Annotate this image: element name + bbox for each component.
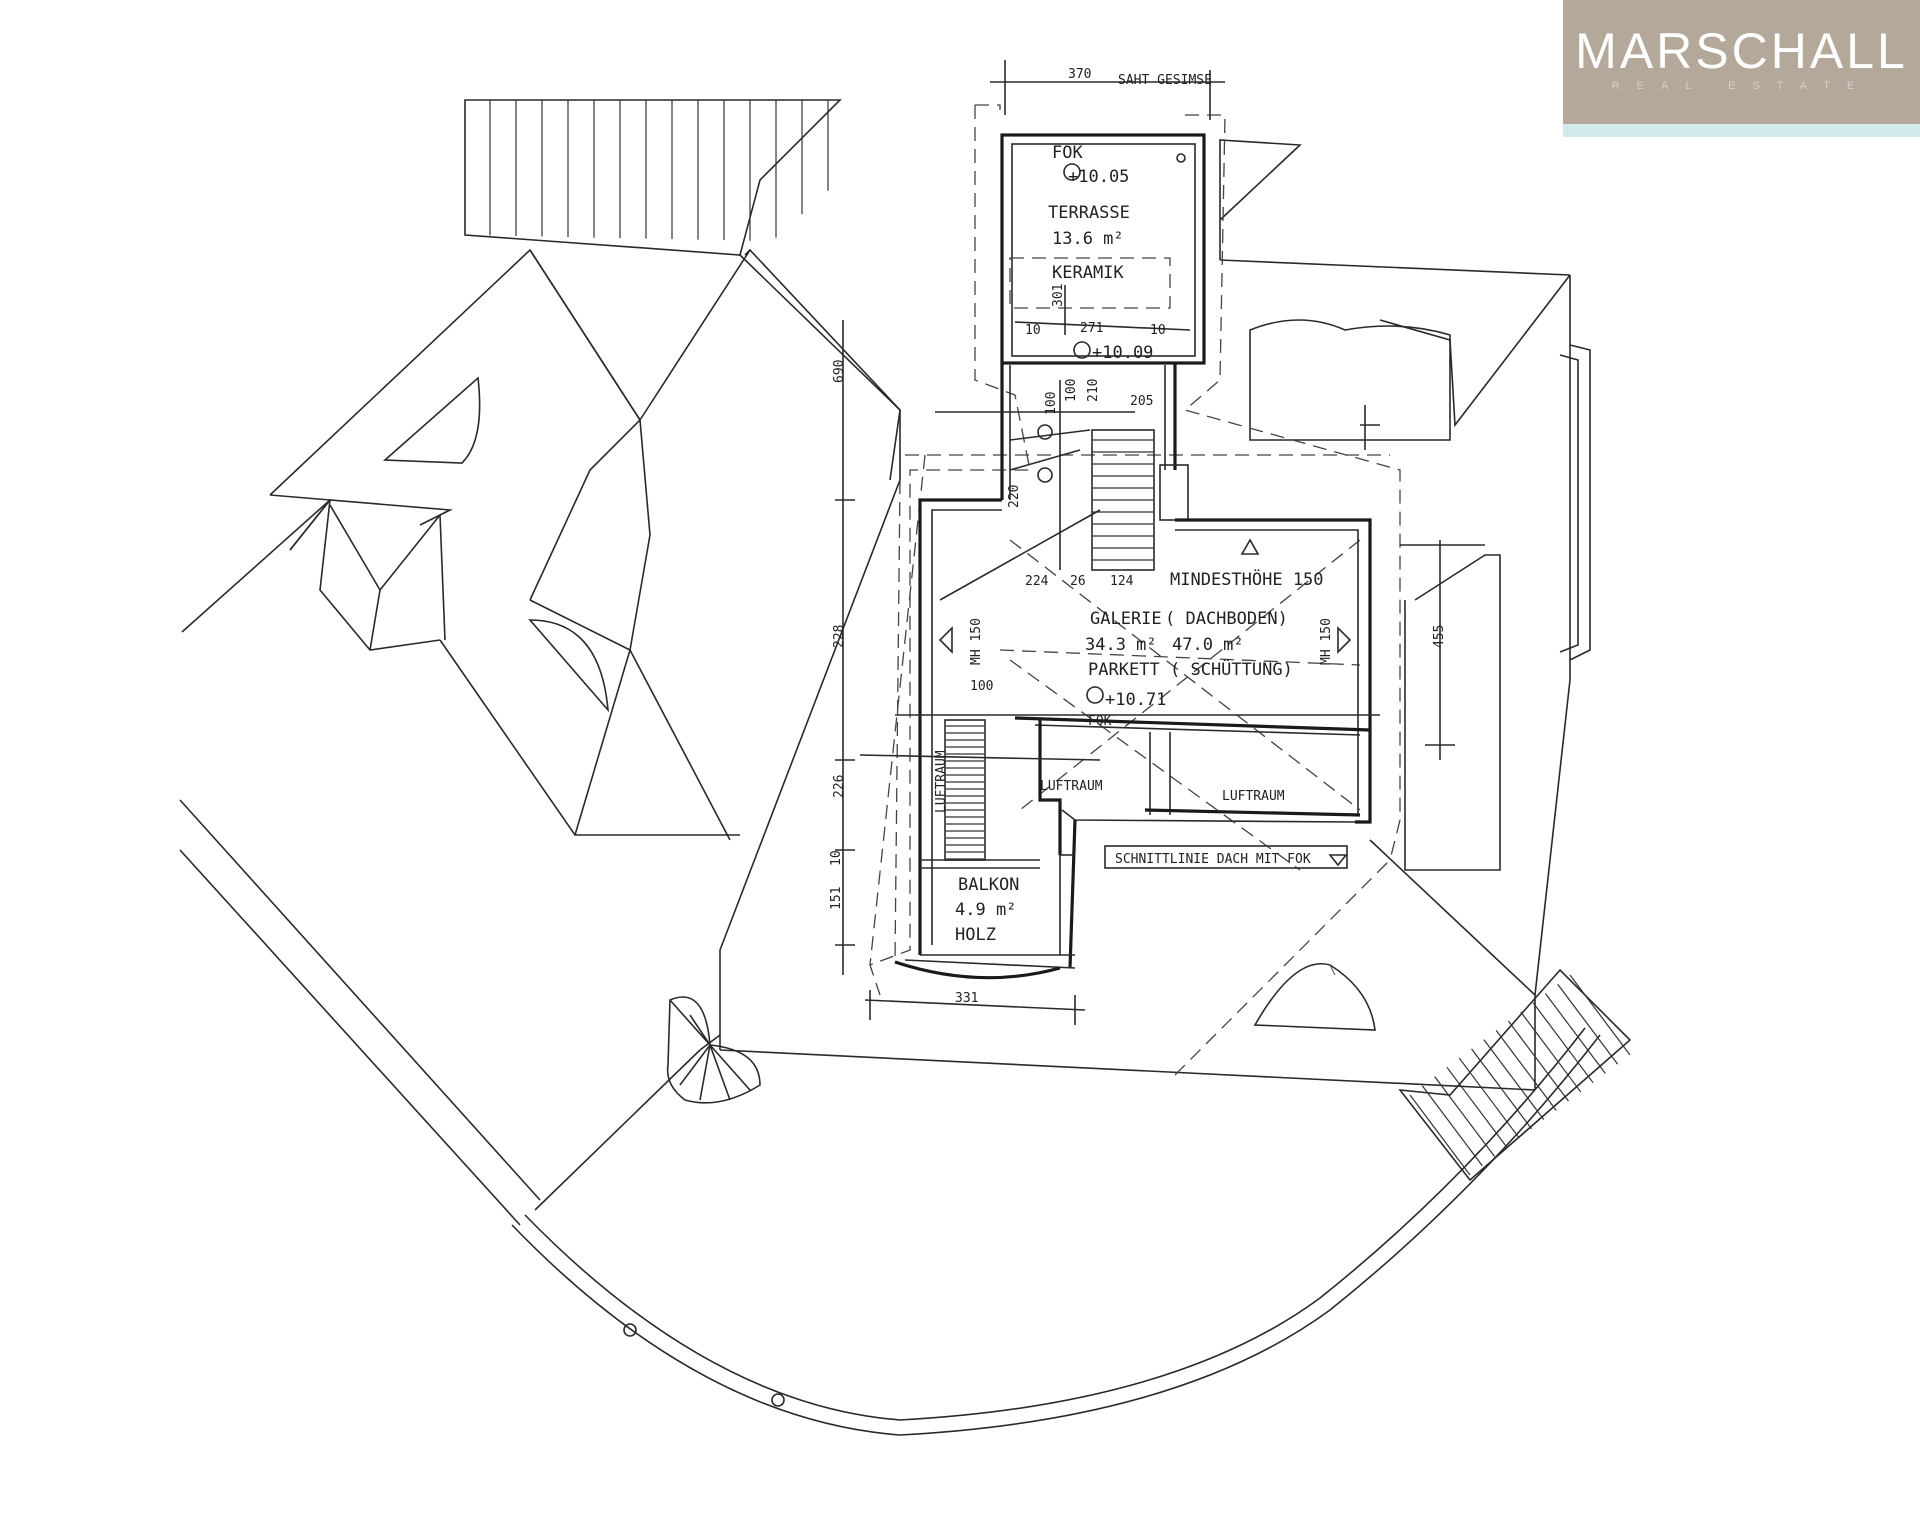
hatch-line xyxy=(1409,1094,1471,1176)
luftraum-label-2: LUFTRAUM xyxy=(1222,789,1285,804)
dim-100-a: 100 xyxy=(1044,392,1059,415)
dashed-overhang-lines xyxy=(869,104,1401,1076)
terrace-floor-label: KERAMIK xyxy=(1052,263,1124,283)
balkon-floor-label: HOLZ xyxy=(955,925,996,945)
luftraum-label-1: LUFTRAUM xyxy=(1040,779,1103,794)
plan-labels: 370 SAHT GESIMSE FOK +10.05 TERRASSE 13.… xyxy=(829,67,1447,1006)
mh-right-label: MH 150 xyxy=(1319,618,1334,665)
hatch-line xyxy=(1569,974,1631,1056)
hatch-line xyxy=(1483,1039,1545,1120)
hatch-line xyxy=(1507,1020,1569,1102)
terrace-area-label: 13.6 m² xyxy=(1052,229,1124,249)
dim-10-b: 10 xyxy=(1150,323,1166,338)
hatch-line xyxy=(1421,1085,1483,1167)
terrace-inner-dim: 301 xyxy=(1051,284,1066,307)
dim-151: 151 xyxy=(829,887,844,910)
dachboden-floor-label: ( SCHÜTTUNG) xyxy=(1170,658,1293,680)
mh-left-label: MH 150 xyxy=(969,618,984,665)
central-roof-outline xyxy=(719,139,1591,1091)
hatch-line xyxy=(1532,1002,1594,1084)
hatch-line xyxy=(1471,1048,1533,1130)
dim-stair-1: 224 xyxy=(1025,574,1049,589)
dachboden-name-label: ( DACHBODEN) xyxy=(1165,609,1288,629)
terrace-level-label: +10.05 xyxy=(1068,167,1129,187)
brand-tagline: REAL ESTATE xyxy=(1611,80,1872,92)
dim-455: 455 xyxy=(1432,625,1447,648)
terrace-room xyxy=(990,60,1225,365)
galerie-level-label: +10.71 xyxy=(1105,690,1166,710)
luftraum-label-3: LUFTRAUM xyxy=(934,750,949,813)
gallery-room xyxy=(894,405,1485,980)
galerie-area-label: 34.3 m² xyxy=(1085,635,1157,655)
dim-stair-2: 26 xyxy=(1070,574,1086,589)
galerie-floor-label: PARKETT xyxy=(1088,660,1160,680)
galerie-name-label: GALERIE xyxy=(1090,609,1162,629)
hatch-line xyxy=(1544,993,1606,1074)
dim-stair-3: 124 xyxy=(1110,574,1134,589)
dim-331: 331 xyxy=(955,991,978,1006)
curved-site-boundary xyxy=(511,1027,1601,1436)
level-marker-icon xyxy=(1086,686,1104,704)
dim-210: 210 xyxy=(1086,379,1101,402)
hatch-line xyxy=(1520,1011,1582,1093)
hatch-line xyxy=(1557,983,1619,1065)
terrace-name-label: TERRASSE xyxy=(1048,203,1130,223)
dim-228: 228 xyxy=(832,625,847,648)
balkon-name-label: BALKON xyxy=(958,875,1019,895)
dim-271: 271 xyxy=(1080,321,1103,336)
terrace-level-2-label: +10.09 xyxy=(1092,343,1153,363)
dim-205: 205 xyxy=(1130,394,1153,409)
hatch-line xyxy=(1446,1066,1508,1148)
balkon-area-label: 4.9 m² xyxy=(955,900,1016,920)
stair-connector xyxy=(935,363,1189,571)
level-marker-icon xyxy=(1073,341,1091,359)
level-markers xyxy=(1063,163,1104,704)
brand-logo: MARSCHALL REAL ESTATE xyxy=(1563,0,1920,137)
left-site-edges xyxy=(179,499,721,1226)
dim-10-a: 10 xyxy=(1025,323,1041,338)
left-dimension-line xyxy=(835,320,1101,1025)
dim-100-b: 100 xyxy=(1064,379,1079,402)
dim-top-note: SAHT GESIMSE xyxy=(1118,73,1212,88)
dim-100-gallery: 100 xyxy=(970,679,993,694)
dim-220: 220 xyxy=(1007,485,1022,508)
dachboden-area-label: 47.0 m² xyxy=(1172,635,1244,655)
dim-226: 226 xyxy=(832,775,847,798)
brand-accent-bar xyxy=(1563,124,1920,137)
terrace-fok-label: FOK xyxy=(1052,143,1083,163)
spiral-stair xyxy=(666,996,761,1104)
galerie-fok-label: FOK xyxy=(1088,714,1112,729)
hatch-line xyxy=(1458,1057,1520,1139)
hatch-line xyxy=(1495,1030,1557,1111)
dim-10-c: 10 xyxy=(829,850,844,866)
hatched-deck xyxy=(1398,968,1632,1182)
schnittlinie-label: SCHNITTLINIE DACH MIT FOK xyxy=(1115,852,1311,867)
min-height-label: MINDESTHÖHE 150 xyxy=(1170,568,1324,590)
brand-name: MARSCHALL xyxy=(1575,23,1908,79)
level-marker-icon xyxy=(1063,163,1081,181)
left-roof-structure xyxy=(269,248,901,841)
dim-top-label: 370 xyxy=(1068,67,1091,82)
hatch-line xyxy=(1434,1076,1496,1157)
hatched-roof-strip xyxy=(464,99,842,256)
dim-690: 690 xyxy=(832,360,847,383)
